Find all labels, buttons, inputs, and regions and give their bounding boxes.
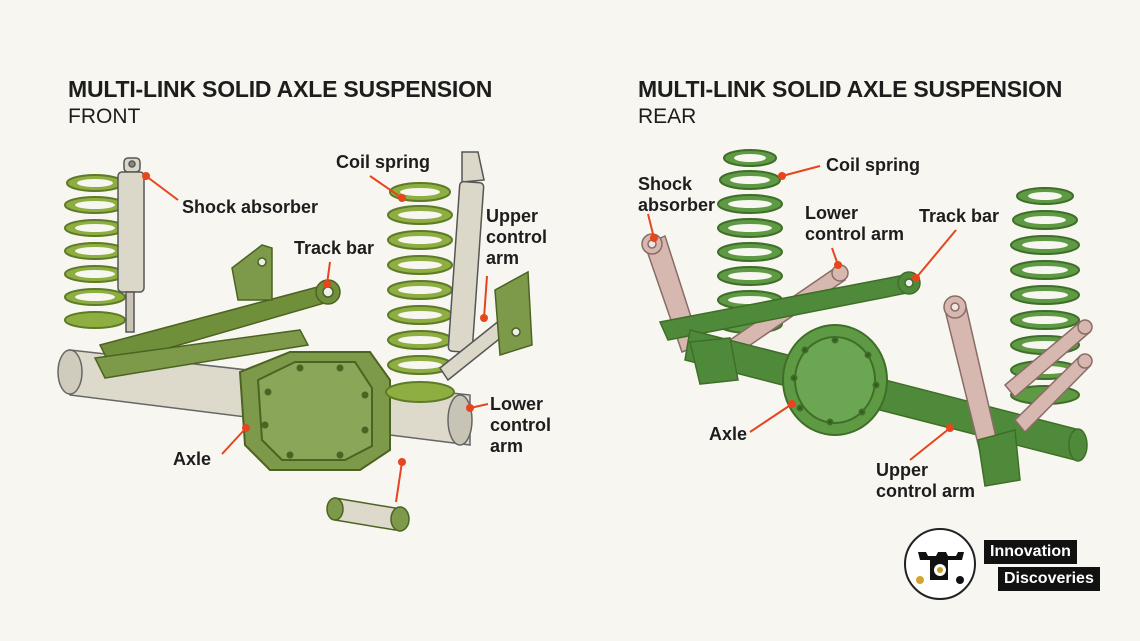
rear-left-bracket <box>689 337 739 385</box>
rear-label-shock-absorber: Shock absorber <box>638 174 716 215</box>
front-frame-bracket <box>231 244 273 301</box>
front-bushing-part <box>326 497 410 532</box>
brand-logo <box>904 528 976 600</box>
rear-label-coil-spring: Coil spring <box>826 155 920 175</box>
brand-name-line1: Innovation <box>984 540 1077 564</box>
rear-track-bar <box>658 271 921 341</box>
front-label-track-bar: Track bar <box>294 238 375 258</box>
rear-right-links <box>1003 319 1093 434</box>
front-label-coil-spring: Coil spring <box>336 152 430 172</box>
rear-subtitle: REAR <box>638 105 697 128</box>
rear-right-bracket <box>977 429 1021 487</box>
rear-label-upper-control-arm: Upper control arm <box>876 460 976 501</box>
front-right-bracket <box>494 270 533 356</box>
rear-label-track-bar: Track bar <box>919 206 1000 226</box>
front-label-upper-control-arm: Upper control arm <box>486 206 547 268</box>
rear-suspension-art <box>641 149 1093 487</box>
rear-label-lower-control-arm: Lower control arm <box>805 203 905 244</box>
rear-differential-housing <box>782 324 888 436</box>
front-differential-housing <box>238 351 391 471</box>
front-shock-absorber <box>117 157 145 333</box>
front-lower-link <box>93 329 310 379</box>
brand-name-line2: Discoveries <box>998 567 1100 591</box>
front-subtitle: FRONT <box>68 105 141 128</box>
front-title: MULTI-LINK SOLID AXLE SUSPENSION <box>68 76 493 102</box>
front-right-shock-absorber <box>447 151 485 354</box>
rear-label-axle: Axle <box>709 424 748 444</box>
rear-title: MULTI-LINK SOLID AXLE SUSPENSION <box>638 76 1063 102</box>
leader-dots <box>142 172 954 466</box>
front-label-lower-control-arm: Lower control arm <box>490 394 551 456</box>
front-label-axle: Axle <box>173 449 212 469</box>
front-suspension-art <box>57 151 533 532</box>
rear-right-shock-absorber <box>943 295 1001 461</box>
wrench-gear-icon <box>916 552 964 584</box>
front-label-shock-absorber: Shock absorber <box>182 197 319 217</box>
